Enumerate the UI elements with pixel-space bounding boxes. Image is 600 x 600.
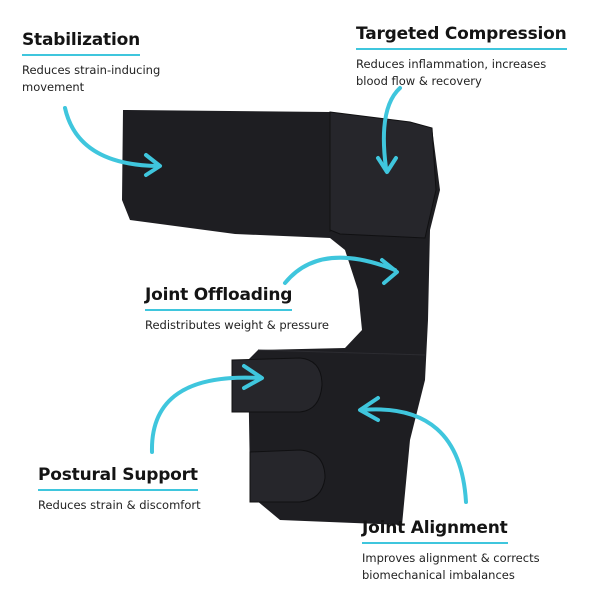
feature-description: Reduces strain & discomfort (38, 498, 201, 512)
arrow-targeted-compression-icon (376, 86, 402, 174)
feature-title: Joint Offloading (145, 285, 292, 311)
feature-title: Stabilization (22, 30, 140, 56)
feature-description: Improves alignment & corrects biomechani… (362, 551, 540, 582)
feature-postural-support: Postural Support Reduces strain & discom… (38, 465, 238, 514)
feature-stabilization: Stabilization Reduces strain-inducing mo… (22, 30, 182, 96)
arrow-joint-offloading-icon (283, 255, 399, 285)
feature-joint-alignment: Joint Alignment Improves alignment & cor… (362, 518, 562, 584)
feature-description: Reduces strain-inducing movement (22, 63, 161, 94)
arrow-postural-support-icon (149, 364, 264, 454)
arrow-joint-alignment-icon (358, 396, 468, 504)
feature-title: Targeted Compression (356, 24, 567, 50)
feature-joint-offloading: Joint Offloading Redistributes weight & … (145, 285, 365, 334)
feature-title: Joint Alignment (362, 518, 508, 544)
arrow-stabilization-icon (63, 106, 162, 177)
feature-targeted-compression: Targeted Compression Reduces inflammatio… (356, 24, 576, 90)
feature-description: Redistributes weight & pressure (145, 318, 330, 332)
feature-title: Postural Support (38, 465, 198, 491)
feature-description: Reduces inflammation, increases blood fl… (356, 57, 547, 88)
